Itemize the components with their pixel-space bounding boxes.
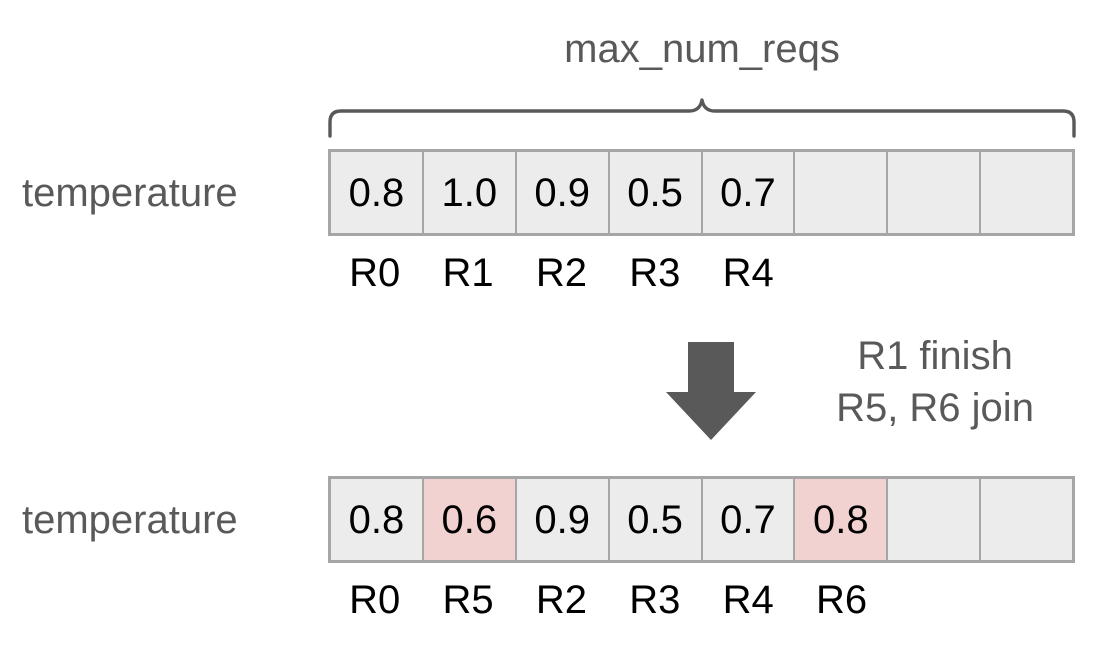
request-id-label: R3 — [629, 578, 681, 622]
table-cell: 0.9 — [516, 152, 610, 233]
table-cell: 0.8 — [331, 479, 424, 560]
request-id-label: R6 — [815, 578, 868, 622]
table-cell-empty — [888, 152, 982, 233]
request-id-label: R4 — [722, 251, 774, 295]
table-cell: 0.9 — [516, 479, 610, 560]
row-label-temperature-after: temperature — [22, 498, 238, 542]
request-ids-after: R0 R5 R2 R3 R4 R6 — [328, 579, 1075, 621]
request-id-label-empty — [982, 252, 1075, 294]
table-cell-empty — [795, 152, 889, 233]
table-cell: 0.8 — [331, 152, 424, 233]
request-id-label-empty — [888, 579, 981, 621]
request-id-label: R0 — [349, 251, 401, 295]
table-cell-highlighted: 0.6 — [423, 479, 517, 560]
table-cell-empty — [981, 152, 1072, 233]
table-cell: 0.5 — [609, 479, 703, 560]
request-id-label: R5 — [442, 578, 494, 622]
transition-note-line-1: R1 finish — [857, 334, 1013, 378]
row-label-temperature-before: temperature — [22, 171, 238, 215]
temperature-array-before: 0.8 1.0 0.9 0.5 0.7 — [328, 149, 1075, 236]
max-num-reqs-label: max_num_reqs — [564, 27, 840, 71]
request-id-label: R4 — [722, 578, 774, 622]
table-cell-highlighted: 0.8 — [795, 479, 889, 560]
span-brace-icon — [328, 98, 1076, 138]
request-id-label-empty — [888, 252, 981, 294]
table-cell: 0.5 — [609, 152, 703, 233]
request-ids-before: R0 R1 R2 R3 R4 — [328, 252, 1075, 294]
transition-note-line-2: R5, R6 join — [836, 386, 1034, 430]
table-cell: 0.7 — [702, 479, 796, 560]
request-id-label-empty — [982, 579, 1075, 621]
table-cell: 0.7 — [702, 152, 796, 233]
request-id-label: R3 — [629, 251, 681, 295]
request-id-label: R2 — [535, 578, 587, 622]
request-id-label: R2 — [535, 251, 587, 295]
request-id-label: R0 — [349, 578, 401, 622]
table-cell-empty — [888, 479, 982, 560]
transition-note: R1 finish R5, R6 join — [790, 330, 1080, 434]
table-cell-empty — [981, 479, 1072, 560]
temperature-array-after: 0.8 0.6 0.9 0.5 0.7 0.8 — [328, 476, 1075, 563]
table-cell: 1.0 — [423, 152, 517, 233]
down-arrow-icon — [666, 342, 756, 440]
request-id-label-empty — [795, 252, 888, 294]
request-id-label: R1 — [442, 251, 494, 295]
